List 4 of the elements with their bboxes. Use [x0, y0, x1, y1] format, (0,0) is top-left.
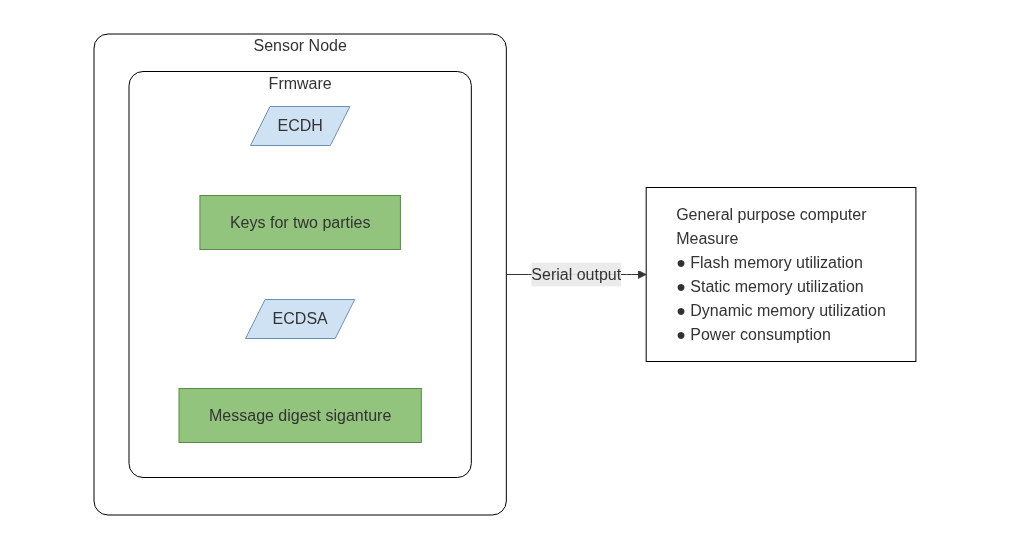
- edge-label: Serial output: [530, 265, 621, 283]
- node-box: Message digest siganture: [178, 388, 422, 443]
- node-box: General purpose computer Measure ● Flash memory utilization ● Static memory utilization ● Dynamic memory utilization ● Power consumption: [645, 187, 916, 362]
- node-box: Keys for two parties: [198, 195, 401, 250]
